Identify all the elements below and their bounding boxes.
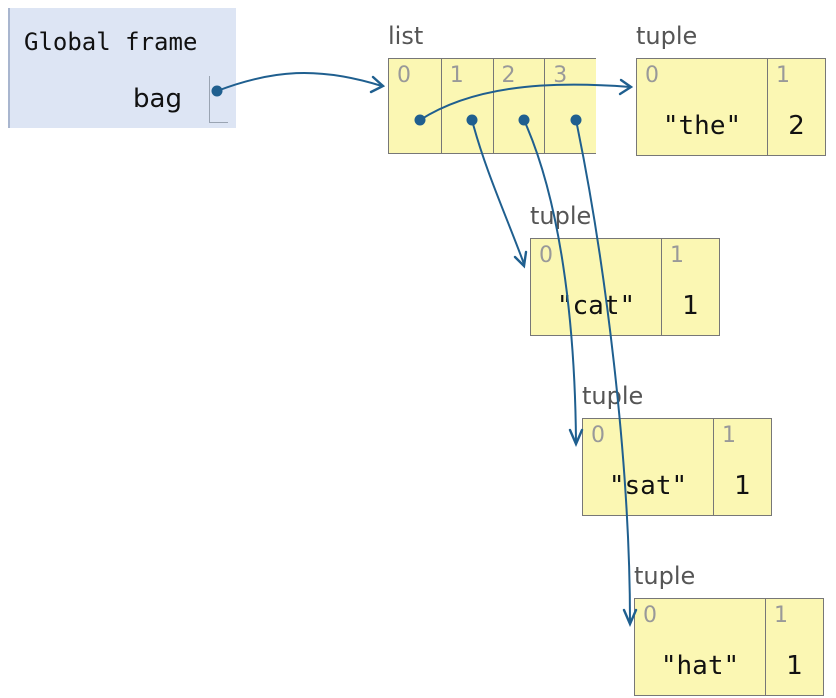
list-cell-2: 2 xyxy=(492,59,545,153)
tuple-object-sat: 0 "sat" 1 1 xyxy=(582,418,772,516)
tuple-cell-1: 1 1 xyxy=(713,419,771,515)
tuple-cell-1: 1 1 xyxy=(661,239,719,335)
list-cell-3: 3 xyxy=(544,59,596,153)
tuple-count-value: 1 xyxy=(786,651,803,681)
arrowhead xyxy=(568,428,584,448)
list-index: 0 xyxy=(397,63,411,88)
variable-slot-bag xyxy=(209,76,228,123)
pointer-arrow-list3-to-tuple xyxy=(575,119,631,623)
list-cell-1: 1 xyxy=(440,59,493,153)
tuple-object-hat: 0 "hat" 1 1 xyxy=(634,598,824,696)
tuple-index: 1 xyxy=(774,603,788,628)
tuple-cell-0: 0 "hat" xyxy=(635,599,765,695)
global-frame: Global frame bag xyxy=(8,8,236,128)
list-cell-0: 0 xyxy=(389,59,441,153)
arrowhead xyxy=(618,78,634,96)
list-index: 3 xyxy=(553,63,568,88)
list-index: 1 xyxy=(449,63,464,88)
list-object: 0 1 2 3 xyxy=(388,58,596,154)
tuple-object-cat: 0 "cat" 1 1 xyxy=(530,238,720,336)
list-index: 2 xyxy=(501,63,516,88)
tuple-label: tuple xyxy=(530,202,592,230)
arrowhead xyxy=(369,75,386,94)
tuple-count-value: 1 xyxy=(734,471,751,501)
tuple-cell-0: 0 "sat" xyxy=(583,419,713,515)
variable-name-bag: bag xyxy=(133,84,182,114)
tuple-string-value: "sat" xyxy=(608,471,688,501)
tuple-cell-1: 1 1 xyxy=(765,599,823,695)
tuple-object-the: 0 "the" 1 2 xyxy=(636,58,826,156)
arrowhead xyxy=(513,250,528,269)
tuple-count-value: 2 xyxy=(788,111,805,141)
tuple-string-value: "the" xyxy=(662,111,742,141)
tuple-index: 1 xyxy=(670,243,684,268)
tuple-label: tuple xyxy=(636,22,698,50)
tuple-index: 0 xyxy=(591,423,605,448)
tuple-index: 0 xyxy=(539,243,553,268)
tuple-index: 0 xyxy=(643,603,657,628)
tuple-count-value: 1 xyxy=(682,291,699,321)
tuple-cell-0: 0 "the" xyxy=(637,59,767,155)
frame-title: Global frame xyxy=(24,28,198,56)
tuple-cell-1: 1 2 xyxy=(767,59,825,155)
tuple-string-value: "cat" xyxy=(556,291,636,321)
tuple-label: tuple xyxy=(582,382,644,410)
tuple-index: 1 xyxy=(722,423,736,448)
tuple-index: 0 xyxy=(645,63,659,88)
tuple-index: 1 xyxy=(776,63,790,88)
pointer-arrow-bag-to-list xyxy=(216,71,383,92)
list-label: list xyxy=(388,22,424,50)
tuple-label: tuple xyxy=(634,562,696,590)
tuple-cell-0: 0 "cat" xyxy=(531,239,661,335)
tuple-string-value: "hat" xyxy=(660,651,740,681)
